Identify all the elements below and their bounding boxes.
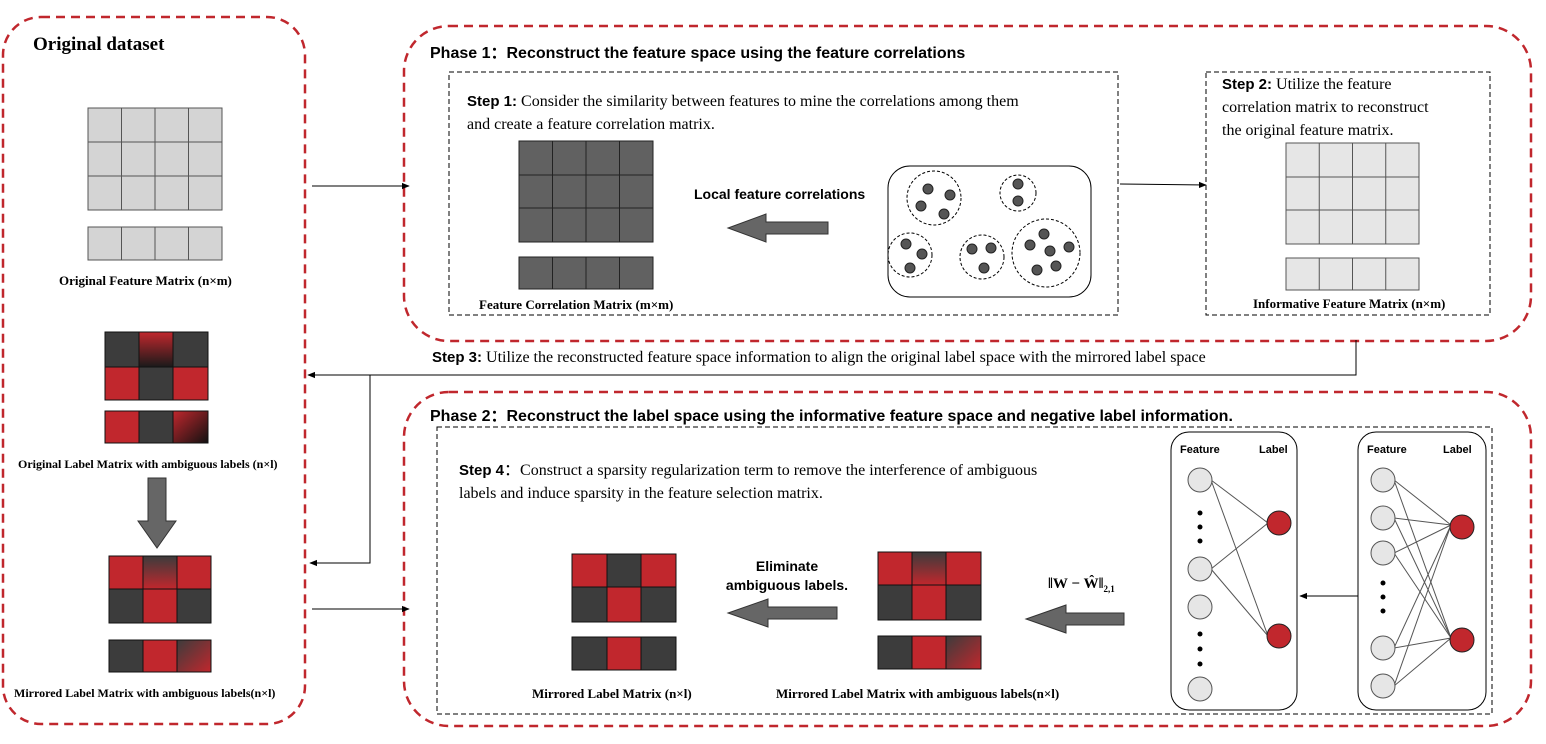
feature-clusters	[887, 170, 1081, 288]
phase2-title: Phase 2：Reconstruct the label space usin…	[430, 408, 1233, 425]
network-2-edges	[1393, 479, 1452, 687]
mirrored-label-matrix-left	[108, 555, 212, 673]
phase2-panel	[402, 390, 1533, 728]
step4-label: Step 4	[459, 462, 505, 479]
mirrored-label-matrix-ambiguous	[877, 551, 982, 670]
mirrored-caption: Mirrored Label Matrix (n×l)	[532, 686, 692, 701]
net2-feature-label: Feature	[1367, 444, 1407, 456]
fcm-caption: Feature Correlation Matrix (m×m)	[479, 297, 674, 312]
original-feature-caption: Original Feature Matrix (n×m)	[59, 273, 232, 288]
step4-text: Step 4：Construct a sparsity regularizati…	[459, 459, 1139, 505]
local-correlations-label: Local feature correlations	[694, 186, 866, 202]
ifm-caption: Informative Feature Matrix (n×m)	[1253, 296, 1446, 311]
net1-label-label: Label	[1259, 444, 1288, 456]
feature-correlation-matrix	[518, 140, 654, 290]
step1-text: Step 1: Consider the similarity between …	[467, 90, 1107, 136]
network-1-label-nodes	[1266, 510, 1292, 649]
step4-line2: labels and induce sparsity in the featur…	[459, 485, 823, 502]
step2-line3: the original feature matrix.	[1222, 122, 1394, 139]
network-1-feature-nodes	[1187, 467, 1213, 702]
net2-label-label: Label	[1443, 444, 1472, 456]
step3-body: Utilize the reconstructed feature space …	[482, 349, 1206, 366]
network-2-label-nodes	[1449, 514, 1475, 653]
step3-connector	[370, 340, 1357, 376]
network-1-edges	[1210, 479, 1269, 637]
norm-subscript: 2,1	[1103, 584, 1115, 594]
norm-formula-text: ‖W − Ŵ‖	[1048, 576, 1104, 592]
net1-feature-label: Feature	[1180, 444, 1220, 456]
step2-line1: Utilize the feature	[1272, 76, 1392, 93]
original-label-caption: Original Label Matrix with ambiguous lab…	[18, 457, 278, 471]
step4-line1: ：Construct a sparsity regularization ter…	[504, 462, 1038, 479]
eliminate-line2: ambiguous labels.	[725, 577, 849, 593]
eliminate-arrow	[726, 598, 838, 628]
original-dataset-panel	[1, 15, 307, 726]
eliminate-label: Eliminate ambiguous labels.	[722, 557, 852, 595]
network-2-dots	[1380, 580, 1386, 614]
eliminate-line1: Eliminate	[755, 558, 819, 574]
mirrored-label-matrix-clean	[571, 553, 677, 671]
phase1-title: Phase 1：Reconstruct the feature space us…	[430, 45, 966, 62]
cluster-panel	[887, 165, 1092, 298]
step2-text: Step 2: Utilize the feature correlation …	[1222, 73, 1484, 142]
norm-arrow	[1024, 604, 1125, 634]
step2-line2: correlation matrix to reconstruct	[1222, 99, 1429, 116]
mirrored-amb-caption: Mirrored Label Matrix with ambiguous lab…	[776, 686, 1060, 701]
step1-line1: Consider the similarity between features…	[517, 93, 1019, 110]
network-1-dots	[1197, 510, 1203, 667]
step2-label: Step 2:	[1222, 76, 1273, 93]
connector-arrows	[307, 181, 1358, 613]
step3-text: Step 3: Utilize the reconstructed featur…	[432, 346, 1206, 369]
network-panel-1	[1170, 431, 1298, 711]
phase1-panel	[402, 24, 1533, 343]
step3-label: Step 3:	[432, 349, 483, 366]
down-arrow	[137, 477, 177, 549]
step4-box	[436, 426, 1493, 715]
step2-box	[1205, 71, 1491, 316]
step1-label: Step 1:	[467, 93, 518, 110]
original-dataset-title: Original dataset	[33, 34, 165, 55]
local-correlation-arrow	[726, 213, 829, 243]
network-2-feature-nodes	[1370, 467, 1396, 699]
mirrored-caption-left: Mirrored Label Matrix with ambiguous lab…	[14, 686, 276, 700]
arrow-step3-to-mirrored-label	[309, 375, 371, 567]
original-label-matrix	[104, 331, 209, 444]
norm-formula: ‖W − Ŵ‖2,1	[1048, 576, 1115, 594]
informative-feature-matrix	[1285, 142, 1420, 291]
step1-line2: and create a feature correlation matrix.	[467, 116, 715, 133]
arrow-step1-to-step2	[1119, 181, 1207, 189]
original-feature-matrix	[87, 107, 223, 261]
